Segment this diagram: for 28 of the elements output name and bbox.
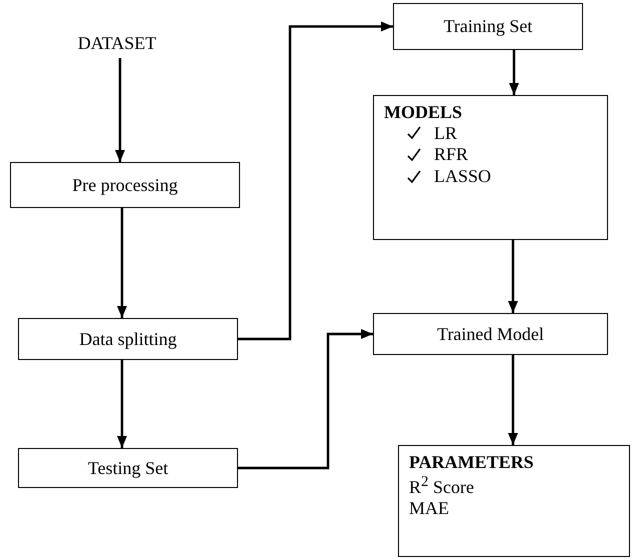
box-label: Pre processing bbox=[72, 174, 178, 196]
arrow bbox=[508, 355, 518, 445]
process-box bbox=[18, 318, 238, 360]
process-box bbox=[398, 445, 630, 557]
box-heading: MODELS bbox=[384, 102, 462, 123]
box-label: Data splitting bbox=[79, 328, 177, 350]
arrow bbox=[238, 329, 373, 470]
box-label: DATASET bbox=[78, 32, 156, 54]
arrow bbox=[117, 208, 127, 318]
arrow bbox=[508, 240, 518, 313]
process-box bbox=[373, 313, 608, 355]
list-item: MAE bbox=[409, 498, 449, 520]
list-item: LR bbox=[434, 122, 458, 144]
process-box bbox=[373, 95, 608, 240]
list-item: LASSO bbox=[434, 166, 492, 188]
arrow bbox=[117, 360, 127, 448]
process-box bbox=[18, 448, 238, 488]
list-item: R$^{2}$ Score bbox=[409, 472, 474, 498]
box-label: Testing Set bbox=[88, 458, 168, 478]
arrow bbox=[509, 50, 519, 95]
box-label: Training Set bbox=[444, 16, 532, 37]
list-item: RFR bbox=[434, 144, 468, 166]
box-label: Trained Model bbox=[437, 324, 544, 344]
process-box bbox=[10, 162, 240, 208]
box-heading: PARAMETERS bbox=[409, 452, 534, 473]
arrow bbox=[238, 22, 393, 340]
process-box bbox=[393, 3, 583, 50]
arrow bbox=[115, 58, 125, 162]
